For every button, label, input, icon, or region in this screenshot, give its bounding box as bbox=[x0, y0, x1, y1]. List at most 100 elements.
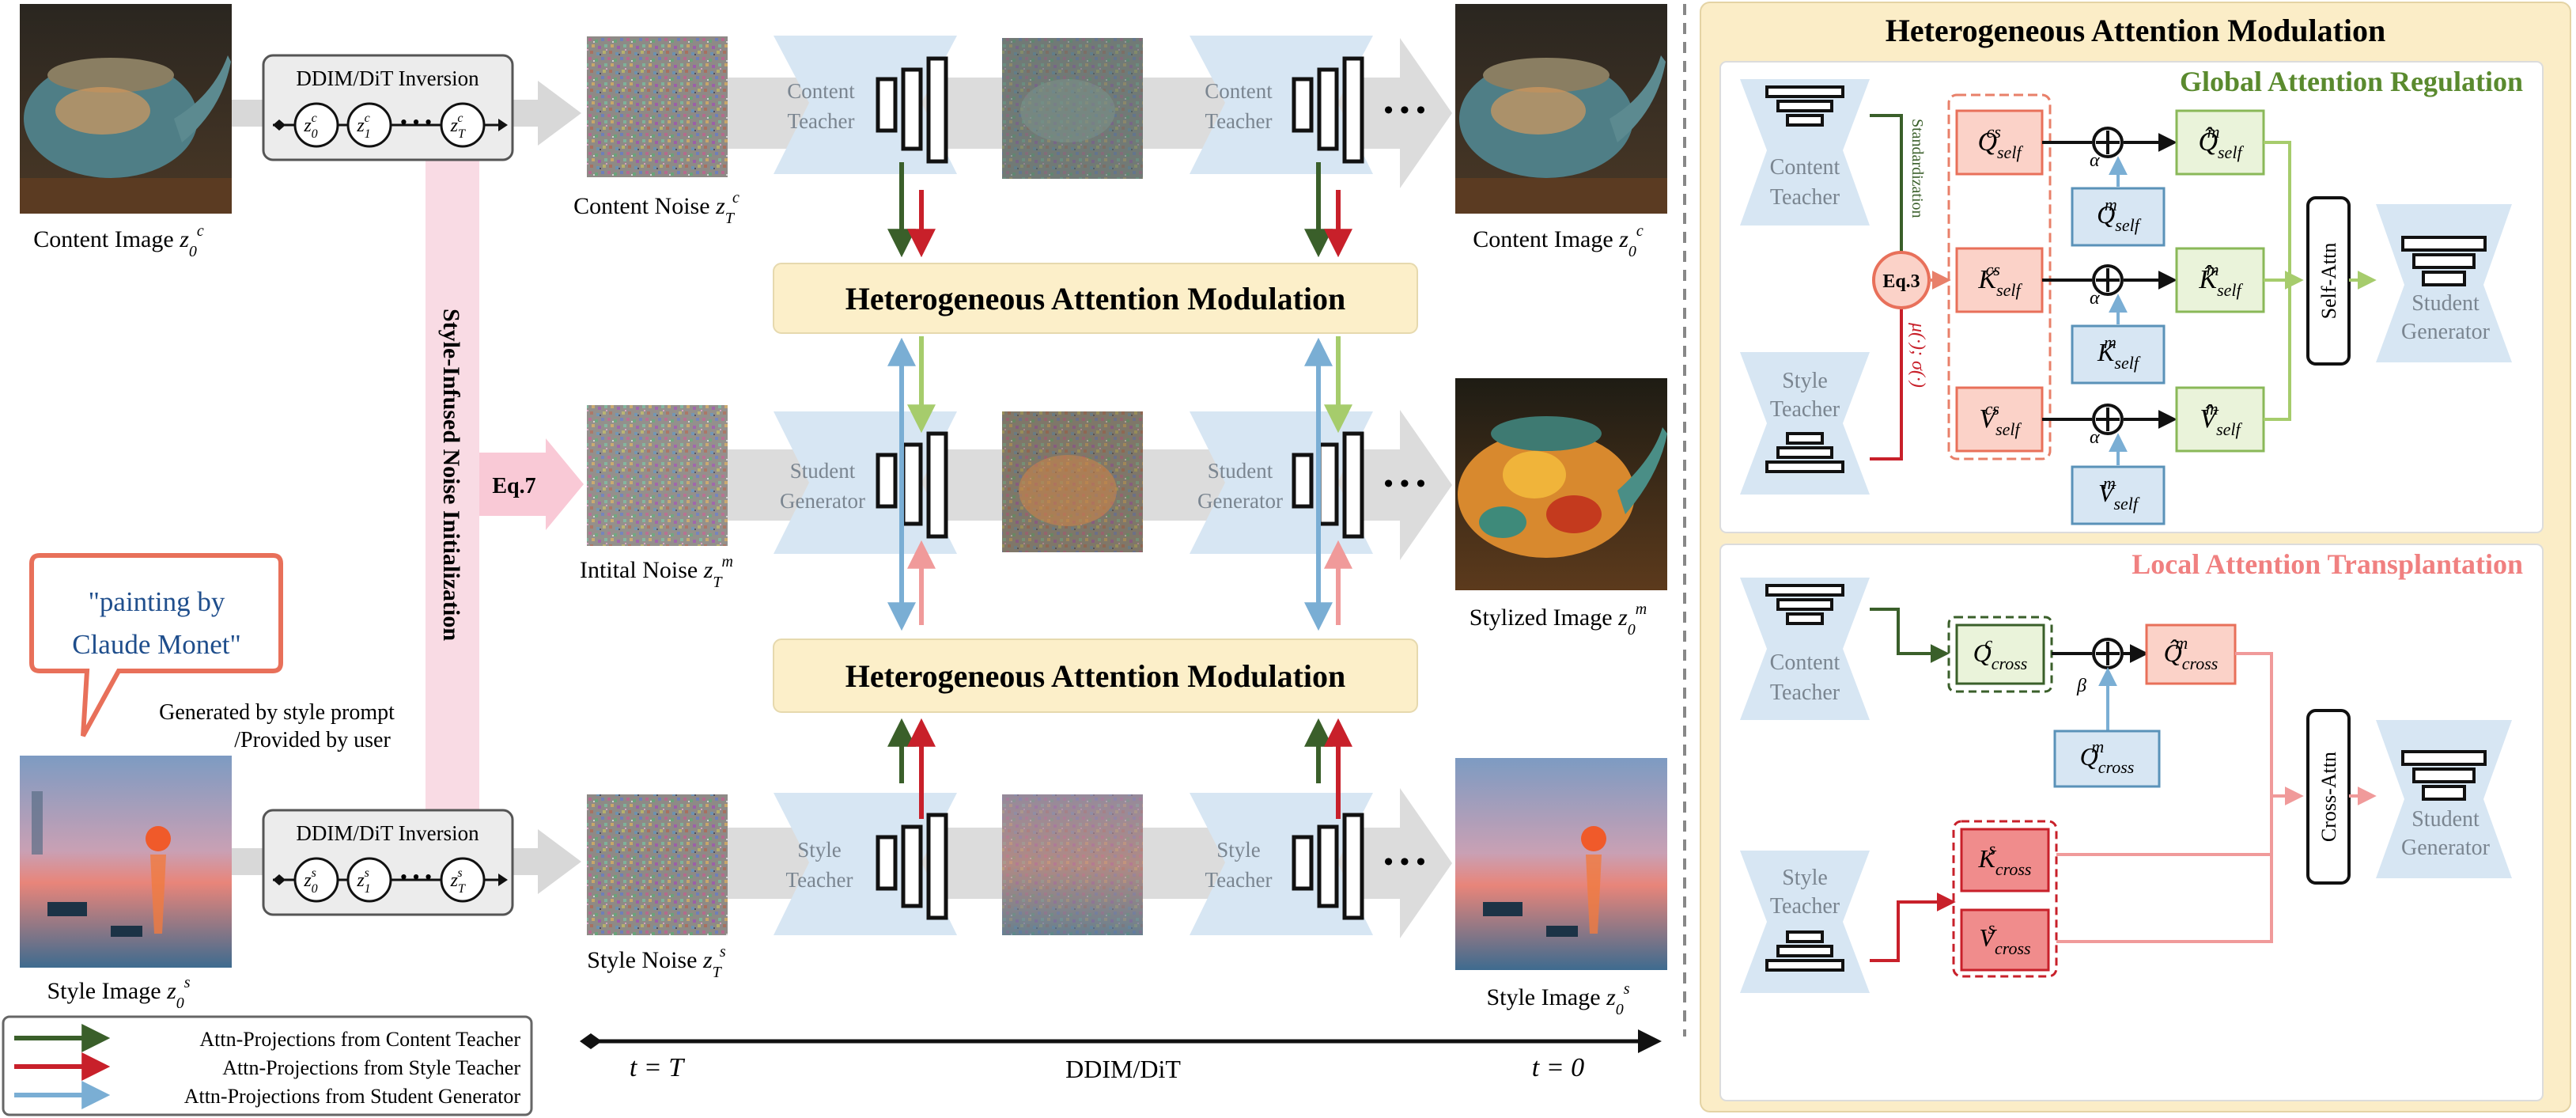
svg-text:Generator: Generator bbox=[2401, 320, 2491, 344]
svg-text:t = 0: t = 0 bbox=[1532, 1053, 1584, 1082]
q-cross-hat bbox=[2145, 623, 2237, 685]
svg-text:z0c: z0c bbox=[303, 112, 317, 141]
timeline: t = T DDIM/DiT t = 0 bbox=[580, 1029, 1662, 1083]
svg-text:Style: Style bbox=[1782, 369, 1828, 393]
svg-text:DDIM/DiT Inversion: DDIM/DiT Inversion bbox=[296, 821, 479, 845]
prompt-bubble: "painting by Claude Monet" bbox=[29, 553, 283, 737]
svg-text:Teacher: Teacher bbox=[1770, 894, 1840, 919]
prompt-line-2: Claude Monet" bbox=[72, 629, 241, 660]
svg-text:Student: Student bbox=[2411, 807, 2480, 832]
plus-nodes bbox=[2092, 127, 2124, 435]
k-self-cs bbox=[1955, 247, 2044, 313]
svg-text:Heterogeneous Attention Modula: Heterogeneous Attention Modulation bbox=[845, 281, 1346, 316]
svg-text:zTs: zTs bbox=[450, 866, 466, 896]
intermediate-content-image bbox=[1002, 38, 1143, 179]
v-self-cs bbox=[1955, 386, 2044, 453]
svg-text:α: α bbox=[2090, 150, 2100, 171]
svg-text:α: α bbox=[2090, 288, 2100, 309]
dots-top: • • • bbox=[1384, 96, 1426, 125]
svg-text:Heterogeneous Attention Modula: Heterogeneous Attention Modulation bbox=[845, 658, 1346, 694]
content-noise-label: Content Noise zTc bbox=[573, 189, 740, 227]
global-section bbox=[1719, 61, 2544, 533]
svg-text:Teacher: Teacher bbox=[1770, 680, 1840, 705]
dots-mid: • • • bbox=[1384, 469, 1426, 498]
q-cross-m bbox=[2053, 730, 2161, 788]
initial-noise-label: Intital Noise zTm bbox=[580, 553, 733, 591]
panel-content-teacher-2: Content Teacher bbox=[1740, 578, 1870, 720]
svg-text:Style-Infused Noise Initializa: Style-Infused Noise Initialization bbox=[438, 309, 464, 641]
content-noise-image bbox=[587, 36, 728, 177]
svg-text:Kselfm: Kselfm bbox=[2097, 332, 2141, 373]
svg-text:• • •: • • • bbox=[400, 866, 432, 889]
svg-text:Style: Style bbox=[797, 838, 842, 862]
eq7-label: Eq.7 bbox=[492, 474, 535, 498]
svg-text:Style: Style bbox=[1782, 866, 1828, 890]
intermediate-style-image bbox=[1002, 794, 1143, 935]
ham-box-top: Heterogeneous Attention Modulation bbox=[773, 263, 1418, 334]
intermediate-student-image bbox=[1002, 411, 1143, 552]
style-teacher-1: Style Teacher bbox=[774, 793, 957, 935]
v-self-m bbox=[2071, 465, 2166, 525]
noise-init-band bbox=[426, 141, 479, 813]
k-cross-s bbox=[1960, 828, 2050, 893]
svg-text:Cross-Attn: Cross-Attn bbox=[2317, 752, 2340, 842]
style-image-output bbox=[1455, 758, 1667, 970]
svg-text:Student: Student bbox=[790, 459, 856, 483]
content-teacher-2: Content Teacher bbox=[1190, 36, 1373, 174]
svg-text:• • •: • • • bbox=[400, 111, 432, 134]
q-self-cs bbox=[1955, 109, 2044, 176]
inversion-box-style: DDIM/DiT Inversion • • • z0s z1s zTs bbox=[262, 809, 514, 916]
svg-text:Teacher: Teacher bbox=[1770, 185, 1840, 210]
svg-text:Q̂crossm: Q̂crossm bbox=[2164, 633, 2219, 673]
dots-bottom: • • • bbox=[1384, 847, 1426, 877]
panel-style-teacher: Style Teacher bbox=[1740, 352, 1870, 495]
svg-text:z1s: z1s bbox=[356, 866, 370, 896]
inversion-box-content: DDIM/DiT Inversion • • • z0c z1c zTc bbox=[262, 54, 514, 161]
svg-text:Generator: Generator bbox=[780, 489, 865, 513]
style-image bbox=[20, 756, 232, 968]
svg-text:Student: Student bbox=[1208, 459, 1273, 483]
legend: Attn-Projections from Content Teacher At… bbox=[2, 1015, 533, 1116]
content-image-output bbox=[1455, 4, 1667, 214]
svg-text:Teacher: Teacher bbox=[1770, 397, 1840, 422]
svg-text:Teacher: Teacher bbox=[1205, 868, 1272, 892]
style-image-label: Style Image z0s bbox=[47, 974, 190, 1012]
svg-text:z1c: z1c bbox=[356, 112, 370, 141]
panel-student-generator-2: Student Generator bbox=[2376, 720, 2512, 878]
svg-text:Self-Attn: Self-Attn bbox=[2317, 243, 2340, 320]
prompt-caption-1: Generated by style prompt bbox=[159, 700, 395, 725]
v-cross-s bbox=[1960, 908, 2050, 972]
k-self-m bbox=[2071, 324, 2166, 385]
style-noise-label: Style Noise zTs bbox=[587, 943, 726, 981]
svg-text:Teacher: Teacher bbox=[785, 868, 853, 892]
local-section bbox=[1719, 544, 2544, 1101]
style-noise-image bbox=[587, 794, 728, 935]
stylized-image-label: Stylized Image z0m bbox=[1470, 601, 1647, 639]
v-hat bbox=[2175, 386, 2265, 453]
local-title: Local Attention Transplantation bbox=[2132, 548, 2523, 580]
svg-text:Teacher: Teacher bbox=[1205, 109, 1272, 133]
svg-text:α: α bbox=[2090, 427, 2100, 448]
ham-panel: Heterogeneous Attention Modulation Globa… bbox=[1700, 2, 2571, 1112]
svg-text:Content: Content bbox=[1770, 155, 1840, 180]
svg-text:K̂selfm: K̂selfm bbox=[2198, 260, 2243, 300]
style-image-output-label: Style Image z0s bbox=[1486, 980, 1629, 1018]
q-self-m bbox=[2071, 187, 2166, 247]
stylized-image bbox=[1455, 378, 1667, 590]
noise-init-label: Style-Infused Noise Initialization bbox=[438, 309, 464, 641]
ham-box-bottom: Heterogeneous Attention Modulation bbox=[773, 639, 1418, 713]
panel-content-teacher: Content Teacher bbox=[1740, 79, 1870, 225]
global-title: Global Attention Regulation bbox=[2180, 66, 2523, 97]
q-cross-c bbox=[1955, 623, 2045, 685]
prompt-line-1: "painting by bbox=[89, 586, 225, 617]
svg-text:Content: Content bbox=[1205, 79, 1273, 103]
svg-text:t = T: t = T bbox=[630, 1053, 685, 1082]
k-hat bbox=[2175, 247, 2265, 313]
svg-text:DDIM/DiT: DDIM/DiT bbox=[1065, 1055, 1181, 1083]
legend-content-label: Attn-Projections from Content Teacher bbox=[199, 1028, 520, 1051]
legend-style-label: Attn-Projections from Style Teacher bbox=[222, 1056, 520, 1079]
svg-text:Style: Style bbox=[1216, 838, 1261, 862]
content-image-label: Content Image z0c bbox=[33, 222, 204, 260]
content-image bbox=[20, 4, 232, 214]
